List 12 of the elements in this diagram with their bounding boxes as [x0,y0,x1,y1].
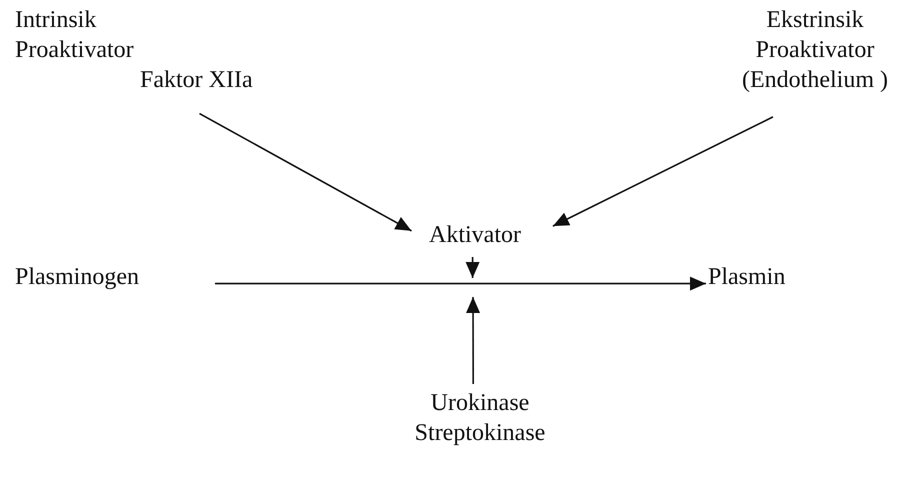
pathway-label: Plasminogen [15,262,215,292]
pathway-label: Urokinase Streptokinase [395,388,565,448]
arrow [199,112,412,232]
pathway-label: Ekstrinsik Proaktivator (Endothelium ) [735,5,895,95]
pathway-label: Faktor XIIa [140,67,253,93]
arrow [466,297,480,384]
arrow [552,116,774,227]
arrow [466,257,480,278]
pathway-label: Plasmin [708,262,808,292]
pathway-label: Aktivator [415,213,535,257]
arrow [215,276,706,291]
pathway-label: Intrinsik Proaktivator [15,7,134,63]
